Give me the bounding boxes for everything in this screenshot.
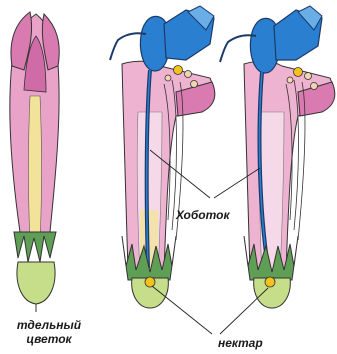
flower-1-anther (191, 81, 198, 88)
flower-2-anther (287, 77, 293, 83)
flower-with-bee-2 (220, 6, 335, 308)
nectar-label: нектар (218, 336, 263, 350)
single-flower-tube (29, 96, 42, 240)
flower-1-anther (185, 71, 192, 78)
flower-1-anther (174, 66, 183, 75)
flower-with-bee-1 (110, 6, 215, 308)
single-flower-sepal (14, 232, 56, 262)
flower-1-anther (165, 75, 171, 81)
single-flower-label-line2: цветок (0, 332, 98, 346)
flower-2-nectar (265, 277, 275, 287)
proboscis-label: Хоботок (176, 208, 230, 222)
nectar-leader-1 (152, 286, 212, 334)
nectar-leader-2 (220, 288, 268, 334)
single-flower-ovary (17, 262, 55, 304)
flower-2-anther (305, 73, 312, 80)
flower-1-nectar (145, 277, 155, 287)
single-flower (10, 12, 59, 312)
flower-2-anther (294, 68, 303, 77)
single-flower-label-line1: тдельный (0, 318, 98, 332)
single-flower-label: тдельный цветок (0, 318, 98, 346)
flower-2-anther (311, 83, 318, 90)
